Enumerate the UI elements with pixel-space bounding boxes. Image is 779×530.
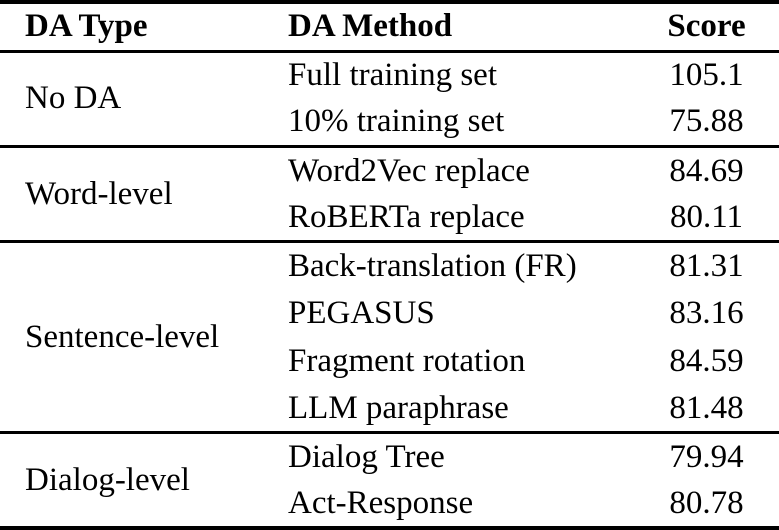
header-row: DA Type DA Method Score: [0, 2, 779, 53]
table-header: DA Type DA Method Score: [0, 2, 779, 53]
score-cell: 80.11: [669, 198, 744, 235]
da-method-cell: Act-Response: [288, 484, 474, 521]
table-row: 10% training set 75.88: [0, 99, 779, 147]
da-type-cell: Word-level: [25, 175, 173, 212]
table-row: Dialog-level Dialog Tree 79.94: [0, 433, 779, 497]
table-row: Act-Response 80.78: [0, 480, 779, 528]
da-type-cell: Dialog-level: [25, 461, 190, 498]
da-method-cell: Word2Vec replace: [288, 152, 530, 189]
da-method-cell: Back-translation (FR): [288, 248, 577, 285]
group-dialog-level: Dialog-level Dialog Tree 79.94 Act-Respo…: [0, 432, 779, 528]
score-cell: 105.1: [669, 57, 744, 94]
table-row: No DA Full training set 105.1: [0, 51, 779, 116]
group-sentence-level: Sentence-level Back-translation (FR) 81.…: [0, 241, 779, 433]
table-row: Word-level Word2Vec replace 84.69: [0, 146, 779, 211]
table-row: Fragment rotation 84.59: [0, 337, 779, 385]
da-method-cell: Fragment rotation: [288, 342, 526, 379]
table-row: PEGASUS 83.16: [0, 289, 779, 337]
da-method-cell: LLM paraphrase: [288, 389, 509, 426]
score-cell: 81.48: [669, 389, 744, 426]
score-cell: 84.59: [669, 342, 744, 379]
table-row: Sentence-level Back-translation (FR) 81.…: [0, 242, 779, 354]
score-cell: 80.78: [669, 484, 744, 521]
col-header-score: Score: [640, 2, 779, 53]
col-header-da-method: DA Method: [288, 2, 640, 53]
score-cell: 81.31: [669, 248, 744, 285]
table-row: LLM paraphrase 81.48: [0, 385, 779, 433]
da-method-cell: 10% training set: [288, 103, 505, 140]
da-type-cell: No DA: [25, 80, 122, 117]
group-no-da: No DA Full training set 105.1 10% traini…: [0, 51, 779, 146]
group-word-level: Word-level Word2Vec replace 84.69 RoBERT…: [0, 146, 779, 241]
da-method-cell: Dialog Tree: [288, 438, 445, 475]
da-method-cell: PEGASUS: [288, 294, 435, 331]
table-row: RoBERTa replace 80.11: [0, 194, 779, 242]
score-cell: 79.94: [669, 438, 744, 475]
score-cell: 75.88: [669, 103, 744, 140]
da-method-cell: RoBERTa replace: [288, 198, 525, 235]
da-type-cell: Sentence-level: [25, 318, 220, 355]
score-cell: 83.16: [669, 294, 744, 331]
score-cell: 84.69: [669, 152, 744, 189]
col-header-da-type: DA Type: [0, 2, 288, 53]
da-method-cell: Full training set: [288, 57, 497, 94]
